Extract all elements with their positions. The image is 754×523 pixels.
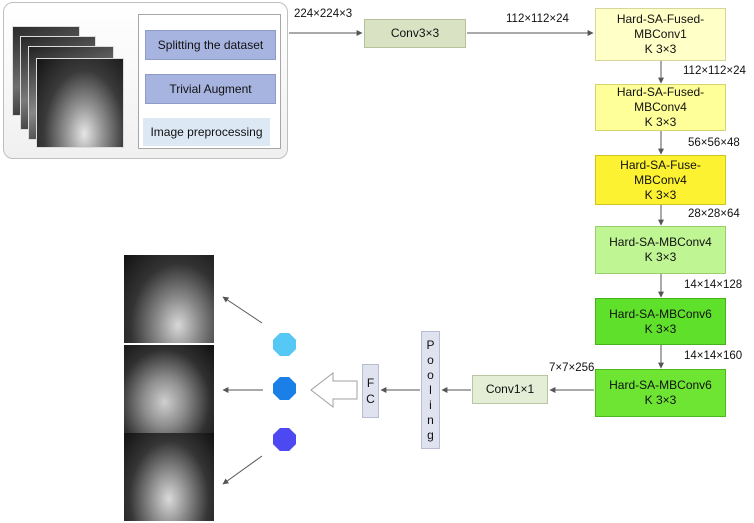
output-class-node-3 <box>273 428 296 451</box>
stem-output-dimension-label: 112×112×24 <box>506 13 569 25</box>
fc-letter: C <box>366 392 375 406</box>
fc-letter: F <box>366 376 375 390</box>
pooling-letter: l <box>429 383 432 397</box>
block-1-output-dimension: 112×112×24 <box>683 65 746 77</box>
input-image <box>36 58 124 148</box>
block-4-output-dimension: 14×14×128 <box>684 279 743 291</box>
output-image <box>124 433 214 521</box>
splitting-dataset-step: Splitting the dataset <box>145 30 276 60</box>
arrow-node-to-image-3 <box>222 455 263 485</box>
pooling-letter: g <box>427 428 434 442</box>
pooling-letter: o <box>427 368 434 382</box>
input-dimension-label: 224×224×3 <box>294 8 353 20</box>
pooling-letter: i <box>429 398 432 412</box>
block-3-output-dimension: 28×28×64 <box>688 208 740 220</box>
output-class-node-1 <box>273 333 296 356</box>
pooling-letter: P <box>426 338 435 352</box>
arrow-node-to-image-1 <box>222 296 263 324</box>
fc-block: F C <box>362 364 379 418</box>
conv1x1-block: Conv1×1 <box>472 375 548 404</box>
block-6-output-dimension: 7×7×256 <box>549 362 595 374</box>
output-class-node-2 <box>273 377 296 400</box>
block-5-output-dimension: 14×14×160 <box>684 350 743 362</box>
image-preprocessing-label: Image preprocessing <box>143 118 270 146</box>
pooling-letter: n <box>427 413 434 427</box>
output-image <box>124 255 214 343</box>
trivial-augment-step: Trivial Augment <box>145 74 276 104</box>
output-image <box>124 345 214 433</box>
block-2-output-dimension: 56×56×48 <box>688 137 740 149</box>
pooling-block: P o o l i n g <box>421 331 440 449</box>
stem-conv3x3-block: Conv3×3 <box>364 19 466 48</box>
fc-to-nodes-hollow-arrow <box>310 371 358 409</box>
pooling-letter: o <box>427 353 434 367</box>
